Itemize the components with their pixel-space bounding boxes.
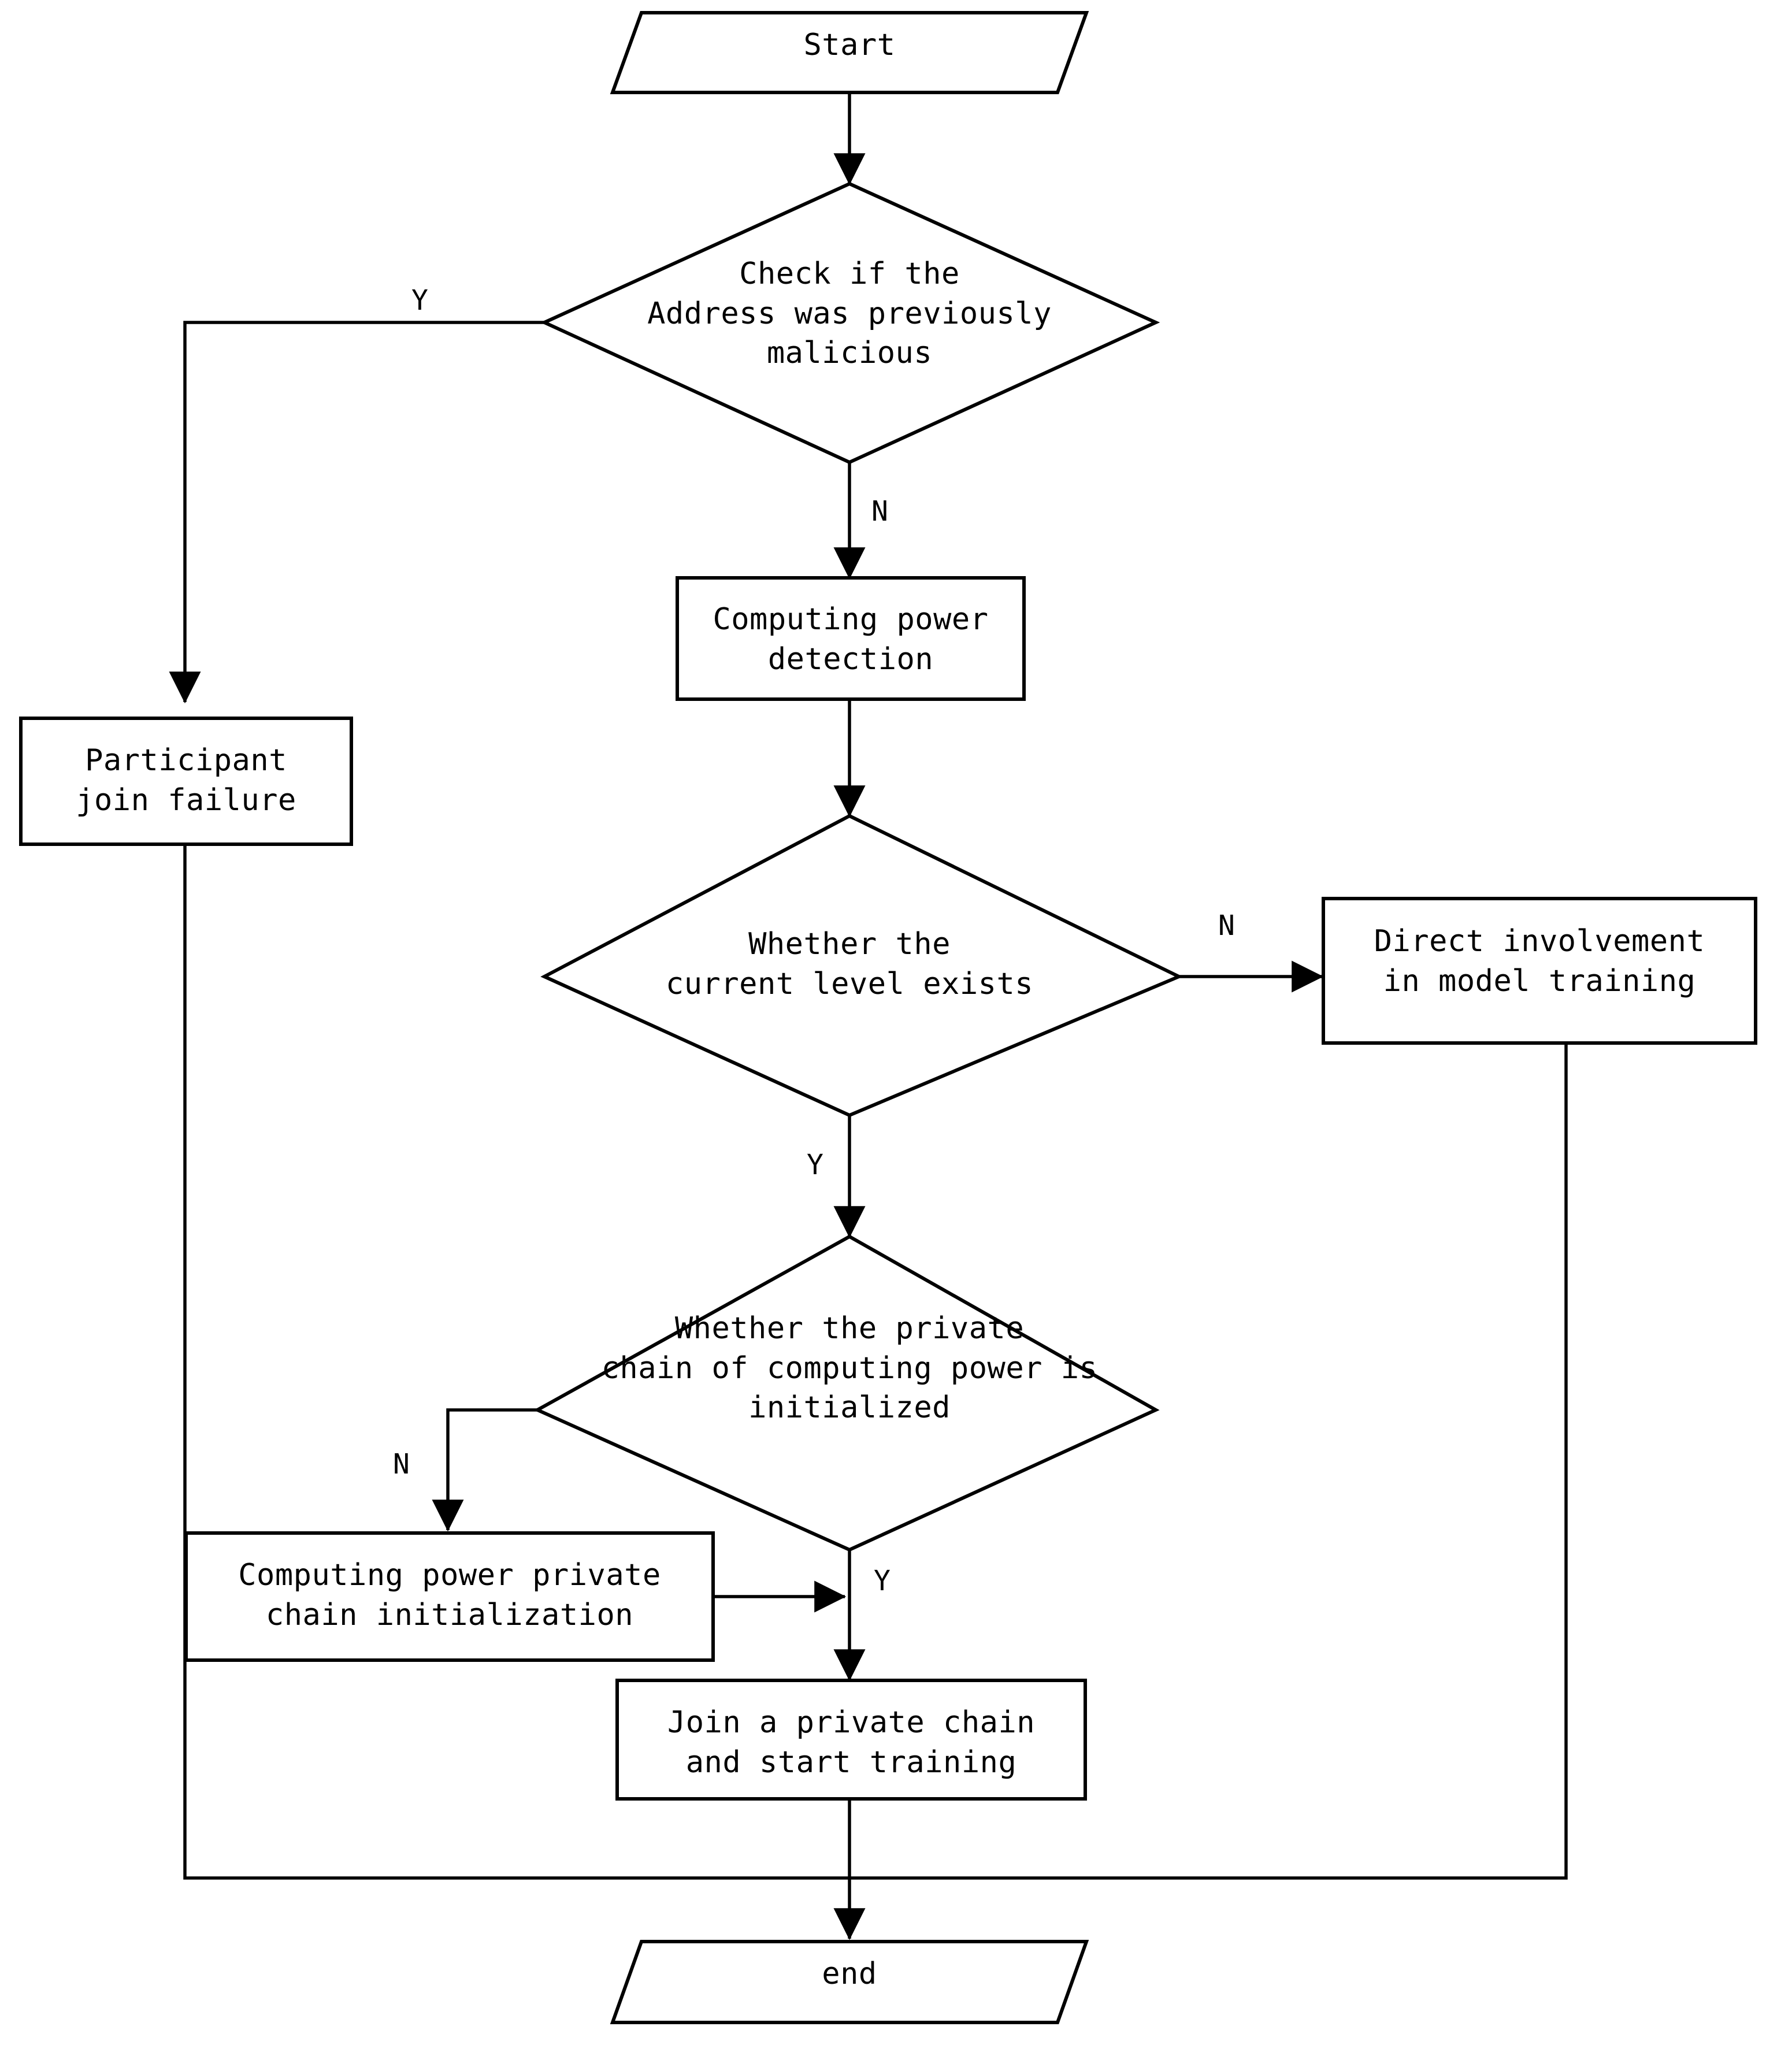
node-chain-init[interactable] <box>186 1533 713 1660</box>
shape-start <box>610 11 1089 94</box>
node-join-chain[interactable] <box>617 1680 1085 1799</box>
edge-direct-to-merge <box>849 1043 1568 1880</box>
shape-power-detection <box>676 576 1026 701</box>
shape-check-malicious <box>540 181 1160 465</box>
node-level-exists[interactable] <box>544 816 1179 1115</box>
shape-level-exists <box>540 814 1183 1118</box>
shape-chain-initialized <box>533 1234 1160 1552</box>
edge-check-yes-to-failure <box>169 321 544 704</box>
node-join-failure[interactable] <box>21 718 351 844</box>
node-chain-initialized[interactable] <box>537 1237 1156 1550</box>
edge-chaincheck-no-to-init <box>432 1408 537 1532</box>
edge-label-initialized-yes: Y <box>874 1565 891 1597</box>
shape-chain-init <box>184 1531 715 1662</box>
node-check-malicious[interactable] <box>544 184 1156 462</box>
shape-join-chain <box>615 1679 1087 1801</box>
edge-failure-to-merge <box>183 845 849 1880</box>
edge-label-level-yes: Y <box>807 1149 823 1181</box>
node-end[interactable] <box>613 1942 1086 2022</box>
edge-label-initialized-no: N <box>393 1448 410 1480</box>
node-start[interactable] <box>613 13 1086 94</box>
shape-end <box>610 1940 1089 2024</box>
node-direct-training[interactable] <box>1323 899 1756 1043</box>
shape-join-failure <box>19 717 353 846</box>
edge-label-malicious-yes: Y <box>411 284 428 317</box>
node-power-detection[interactable] <box>677 578 1024 699</box>
edge-label-malicious-no: N <box>871 495 888 528</box>
shape-direct-training <box>1322 897 1757 1045</box>
edge-label-level-no: N <box>1218 910 1235 942</box>
